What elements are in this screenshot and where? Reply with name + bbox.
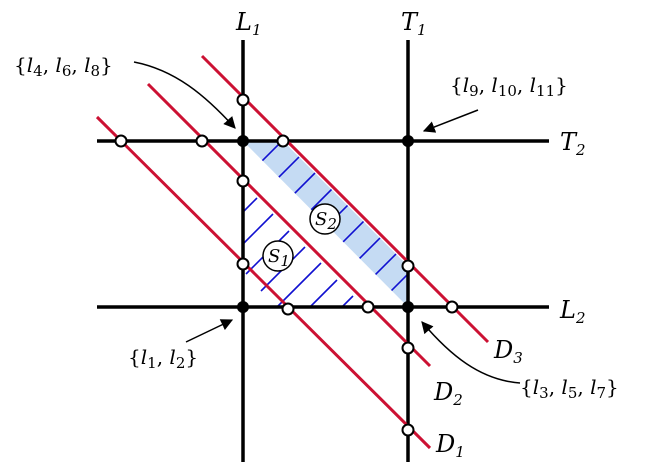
vertex-l1-t2 <box>237 135 249 147</box>
label-t2: T2 <box>560 128 586 159</box>
label-l1: L1 <box>235 8 261 39</box>
label-d3: D3 <box>493 336 523 367</box>
line-d1 <box>95 115 432 450</box>
annotation-arrows <box>133 61 521 384</box>
vertex-t1-l2 <box>402 301 414 313</box>
vertex-d1-l2 <box>281 302 295 316</box>
vertex-d1-t2 <box>114 134 128 148</box>
label-l2: L2 <box>559 296 585 327</box>
vertex-d2-l2 <box>361 300 375 314</box>
open-vertices <box>114 93 459 437</box>
region-s1-marker <box>262 240 294 272</box>
arrow-top-left <box>133 61 236 129</box>
label-d1: D1 <box>435 430 465 461</box>
set-top-left: {l4, l6, l8} <box>14 53 113 80</box>
set-bottom-left: {l1, l2} <box>128 345 198 372</box>
vertex-d2-t1 <box>401 341 415 355</box>
arrow-top-right <box>422 109 479 133</box>
vertex-d3-l2 <box>445 300 459 314</box>
arrow-bottom-right <box>421 321 521 384</box>
vertex-d1-t1 <box>401 423 415 437</box>
region-s1-label: S1 <box>268 246 290 270</box>
line-d3 <box>200 54 490 344</box>
arrow-bottom-left <box>185 319 234 343</box>
region-s2-label: S2 <box>315 209 337 233</box>
region-s2-marker <box>309 203 341 235</box>
vertex-d1-l1 <box>236 257 250 271</box>
vertex-d2-l1 <box>236 174 250 188</box>
diagonal-lines <box>95 54 490 450</box>
set-bottom-right: {l3, l5, l7} <box>520 375 619 402</box>
vertex-d2-t2 <box>195 134 209 148</box>
line-d2 <box>146 82 432 368</box>
vertex-d3-t1 <box>401 259 415 273</box>
vertex-t1-t2 <box>402 135 414 147</box>
label-t1: T1 <box>401 8 427 39</box>
label-d2: D2 <box>433 378 463 409</box>
vertex-l1-l2 <box>237 301 249 313</box>
filled-vertices <box>237 135 414 313</box>
set-top-right: {l9, l10, l11} <box>450 73 568 100</box>
axis-lines <box>97 40 549 462</box>
vertex-d3-l1 <box>236 93 250 107</box>
vertex-d3-t2 <box>276 134 290 148</box>
region-s1-hatch <box>242 197 354 308</box>
